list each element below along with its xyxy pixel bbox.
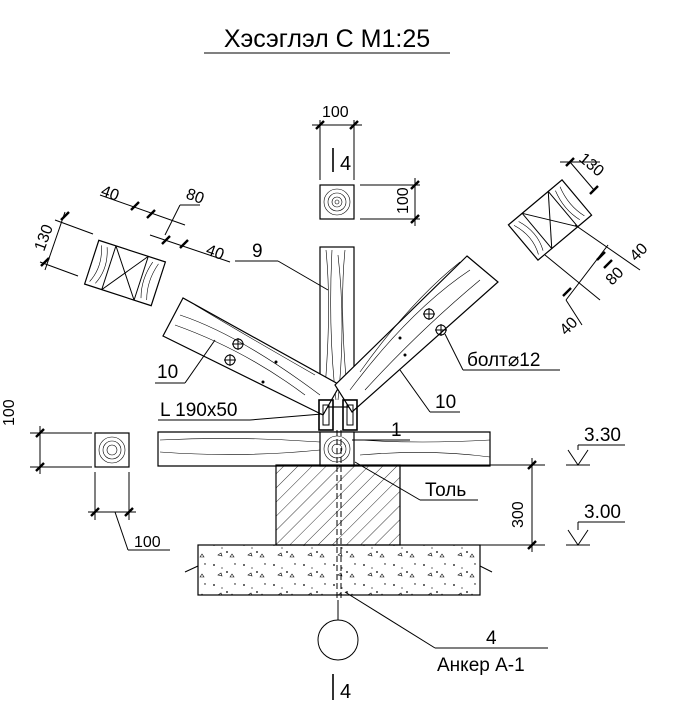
right-brace [334,255,499,413]
dim-right-b: 80 [603,264,628,289]
dim-top-width: 100 [322,104,349,121]
label-part-9: 9 [252,241,263,262]
right-log-section [507,179,593,261]
label-part-10-right: 10 [435,392,456,413]
label-part-1: 1 [391,420,402,441]
dim-left-a: 40 [99,183,122,205]
dim-left-height: 130 [32,222,57,253]
top-timber-section [319,184,355,220]
label-tol: Толь [425,480,466,501]
section-mark-top: 4 [340,153,351,175]
foundation-block [275,464,401,546]
dim-left-b: 80 [184,186,207,208]
dim-low-height: 100 [1,399,18,426]
section-mark-bottom: 4 [340,681,351,703]
angle-bracket-right [342,399,358,431]
concrete-slab [197,544,481,596]
level-mark-top: 3.30 [566,425,625,466]
left-log-section [83,239,167,307]
dim-foundation-height: 300 [510,501,527,528]
label-bolt: болт⌀12 [467,350,540,371]
anchor-circle [317,619,359,661]
label-angle: L 190x50 [160,400,237,421]
label-anchor-num: 4 [486,628,497,649]
left-brace [162,297,341,416]
label-anchor: Анкер А-1 [437,655,525,676]
drawing-title: Хэсэглэл C M1:25 [224,25,430,53]
label-part-10-left: 10 [157,362,178,383]
dim-right-width: 130 [575,150,606,180]
dim-right-a: 40 [627,240,652,265]
dim-low-width: 100 [134,534,161,551]
dim-top-height: 100 [395,187,412,214]
svg-text:3.00: 3.00 [584,502,621,523]
low-timber-section [94,432,130,468]
dim-left-c: 40 [204,242,227,264]
angle-bracket-left [318,399,334,431]
bolt-marks [224,308,447,384]
level-mark-bottom: 3.00 [566,502,625,546]
svg-text:3.30: 3.30 [584,425,621,446]
